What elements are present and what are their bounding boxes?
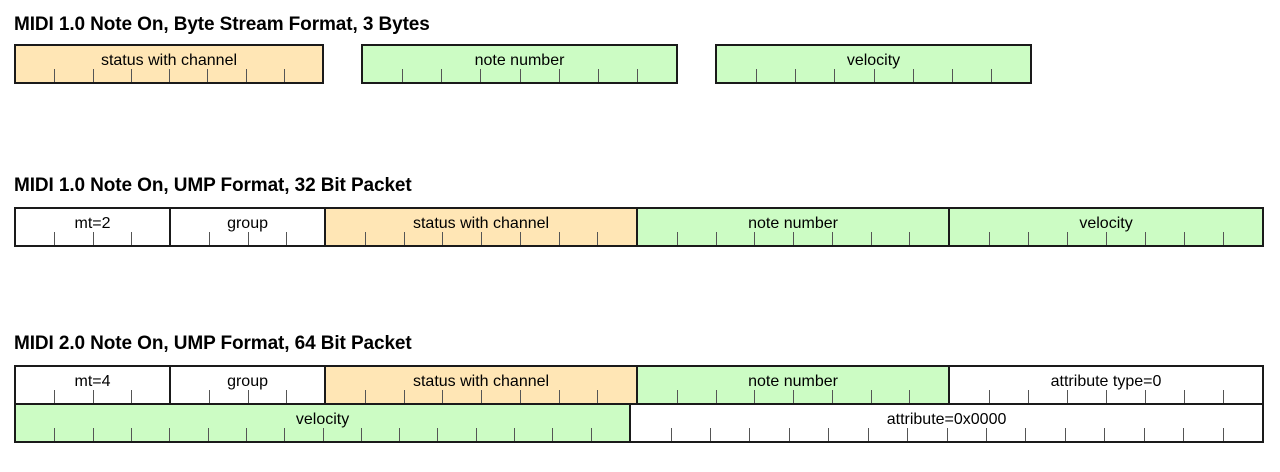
field-velocity[interactable]: velocity xyxy=(948,207,1265,247)
bit-ticks xyxy=(950,232,1262,245)
field-label: status with channel xyxy=(412,215,550,232)
field-attribute-type[interactable]: attribute type=0 xyxy=(948,365,1265,405)
bit-ticks xyxy=(16,69,322,82)
field-status-with-channel[interactable]: status with channel xyxy=(324,365,639,405)
section-title: MIDI 2.0 Note On, UMP Format, 64 Bit Pac… xyxy=(14,333,412,354)
bit-ticks xyxy=(717,69,1030,82)
bit-ticks xyxy=(631,428,1262,441)
field-mt[interactable]: mt=2 xyxy=(14,207,172,247)
bit-ticks xyxy=(16,390,169,403)
field-note-number[interactable]: note number xyxy=(361,44,678,84)
field-label: attribute=0x0000 xyxy=(886,411,1007,428)
bit-ticks xyxy=(638,390,948,403)
byte-stream-row: status with channel note number velocity xyxy=(0,44,1280,84)
field-status-with-channel[interactable]: status with channel xyxy=(14,44,324,84)
bit-ticks xyxy=(326,390,636,403)
field-label: note number xyxy=(474,52,565,69)
field-label: note number xyxy=(748,373,838,390)
bit-ticks xyxy=(326,232,636,245)
field-label: note number xyxy=(748,215,838,232)
bit-ticks xyxy=(363,69,676,82)
field-label: attribute type=0 xyxy=(1050,373,1162,390)
section-midi2-ump-64: MIDI 2.0 Note On, UMP Format, 64 Bit Pac… xyxy=(0,333,1280,443)
section-title: MIDI 1.0 Note On, Byte Stream Format, 3 … xyxy=(14,14,430,35)
section-midi1-ump-32: MIDI 1.0 Note On, UMP Format, 32 Bit Pac… xyxy=(0,175,1280,247)
bit-ticks xyxy=(950,390,1262,403)
box-gap xyxy=(324,44,361,84)
bit-ticks xyxy=(16,232,169,245)
box-gap xyxy=(678,44,715,84)
field-note-number[interactable]: note number xyxy=(636,207,951,247)
bit-ticks xyxy=(171,390,324,403)
field-attribute[interactable]: attribute=0x0000 xyxy=(629,403,1264,443)
ump64-row-2: velocity attribute=0x0000 xyxy=(14,403,1264,443)
bit-ticks xyxy=(638,232,948,245)
field-group[interactable]: group xyxy=(169,207,327,247)
ump32-row: mt=2 group status with channel note xyxy=(14,207,1265,247)
field-label: group xyxy=(227,373,268,390)
section-midi1-byte-stream: MIDI 1.0 Note On, Byte Stream Format, 3 … xyxy=(0,14,1280,84)
field-velocity[interactable]: velocity xyxy=(14,403,632,443)
field-label: mt=2 xyxy=(74,215,111,232)
field-velocity[interactable]: velocity xyxy=(715,44,1032,84)
bit-ticks xyxy=(16,428,629,441)
bit-ticks xyxy=(171,232,324,245)
field-label: group xyxy=(227,215,268,232)
field-label: status with channel xyxy=(100,52,238,69)
section-title: MIDI 1.0 Note On, UMP Format, 32 Bit Pac… xyxy=(14,175,412,196)
field-label: status with channel xyxy=(412,373,550,390)
field-note-number[interactable]: note number xyxy=(636,365,951,405)
field-group[interactable]: group xyxy=(169,365,327,405)
field-label: velocity xyxy=(1079,215,1133,232)
field-label: velocity xyxy=(846,52,901,69)
field-label: velocity xyxy=(295,411,350,428)
field-label: mt=4 xyxy=(74,373,111,390)
field-mt[interactable]: mt=4 xyxy=(14,365,172,405)
field-status-with-channel[interactable]: status with channel xyxy=(324,207,639,247)
ump64-row-1: mt=4 group status with channel note xyxy=(14,365,1265,405)
